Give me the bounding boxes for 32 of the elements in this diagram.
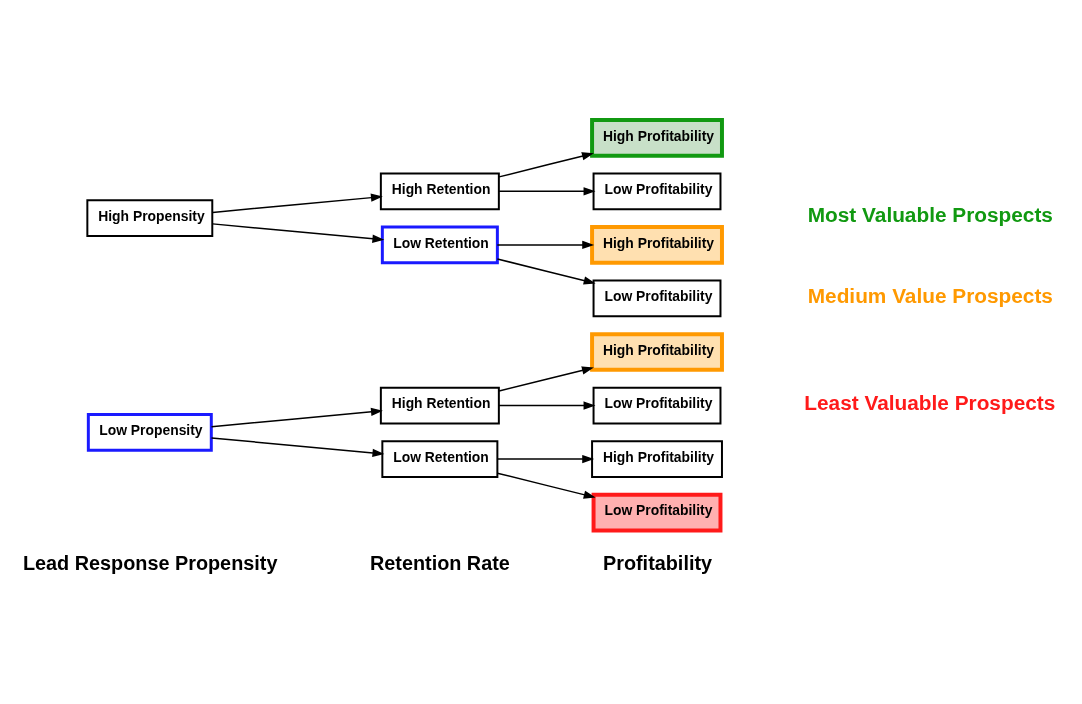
arrow xyxy=(498,366,594,392)
label: Retention Rate xyxy=(369,552,510,575)
node-box: High Retention xyxy=(379,172,500,211)
arrow xyxy=(210,437,385,458)
arrow xyxy=(496,240,595,250)
node-box: High Profitability xyxy=(590,118,724,158)
node-box: High Retention xyxy=(379,386,500,425)
arrow xyxy=(210,407,383,428)
node-box: Low Profitability xyxy=(592,386,722,425)
label: Medium Value Prospects xyxy=(807,283,1053,307)
node-box: Low Propensity xyxy=(86,413,213,452)
label: Profitability xyxy=(602,552,713,575)
node-box: Low Profitability xyxy=(592,172,722,211)
node-box: High Profitability xyxy=(590,225,724,265)
node-box: High Profitability xyxy=(590,332,724,372)
node-box: Low Profitability xyxy=(592,279,722,318)
node-box: Low Retention xyxy=(380,225,499,265)
arrow xyxy=(496,454,595,464)
node-box: Low Retention xyxy=(381,440,499,478)
label: Most Valuable Prospects xyxy=(807,203,1053,227)
arrow xyxy=(496,258,596,285)
arrow xyxy=(211,223,385,243)
arrow xyxy=(498,401,596,410)
node-box: High Propensity xyxy=(86,199,214,237)
arrow xyxy=(498,152,594,178)
label: Lead Response Propensity xyxy=(22,552,278,575)
label: Least Valuable Prospects xyxy=(804,390,1056,414)
arrow xyxy=(496,472,596,499)
node-box: Low Profitability xyxy=(591,492,723,533)
node-box: High Profitability xyxy=(591,440,723,478)
arrow xyxy=(498,187,596,196)
arrow xyxy=(211,193,383,214)
